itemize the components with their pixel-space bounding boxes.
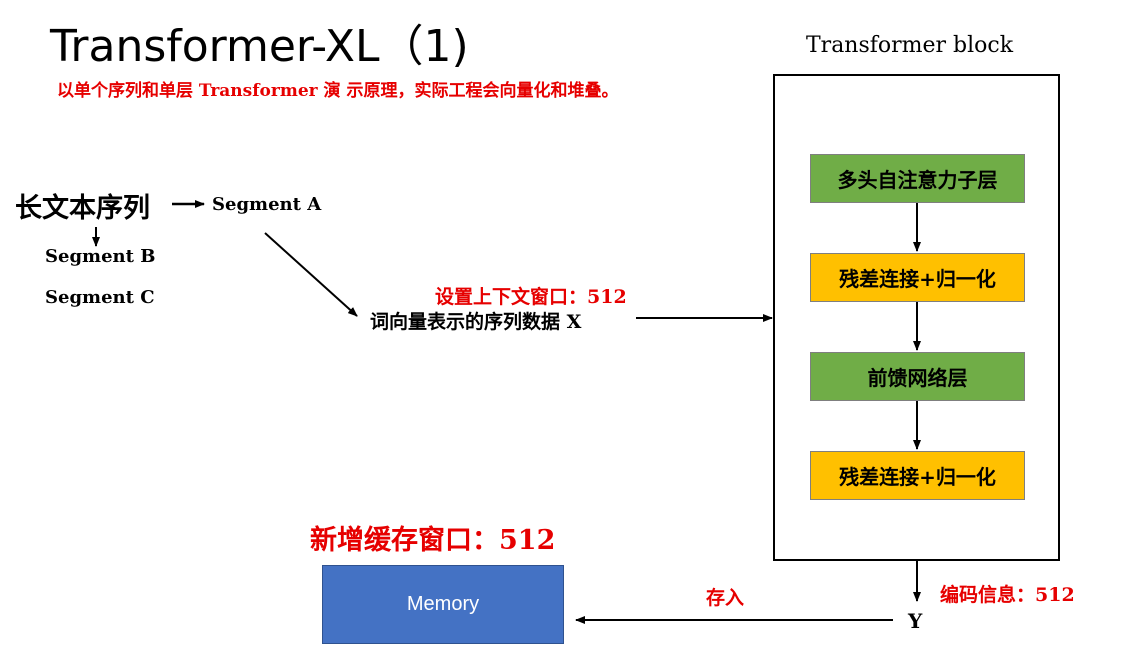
cache-window-note: 新增缓存窗口：512 [310,525,556,556]
transformer-block-title: Transformer block [806,33,1014,58]
store-label: 存入 [706,587,745,609]
transformer-block-frame [773,74,1060,561]
segment-c-label: Segment C [45,287,155,308]
layer-label: 残差连接+归一化 [839,267,996,291]
encoding-info-note: 编码信息：512 [940,584,1075,606]
layer-label: 多头自注意力子层 [837,168,998,192]
memory-label: Memory [406,593,480,615]
arrow-segment-a-to-input [264,232,358,317]
layer-label: 前馈网络层 [867,366,968,390]
residual-norm-layer-2: 残差连接+归一化 [810,451,1025,500]
feed-forward-layer: 前馈网络层 [810,352,1025,401]
output-y-label: Y [908,609,923,633]
segment-b-label: Segment B [45,246,156,267]
multi-head-attention-layer: 多头自注意力子层 [810,154,1025,203]
memory-box: Memory [322,565,564,644]
segment-a-label: Segment A [212,194,322,215]
word-vector-input-label: 词向量表示的序列数据 X [370,311,582,333]
page-title: Transformer-XL（1) [50,21,469,72]
context-window-note: 设置上下文窗口：512 [435,286,627,308]
residual-norm-layer-1: 残差连接+归一化 [810,253,1025,302]
layer-label: 残差连接+归一化 [839,465,996,489]
subtitle-note: 以单个序列和单层 Transformer 演 示原理，实际工程会向量化和堆叠。 [57,81,619,101]
long-text-sequence-label: 长文本序列 [15,193,150,224]
